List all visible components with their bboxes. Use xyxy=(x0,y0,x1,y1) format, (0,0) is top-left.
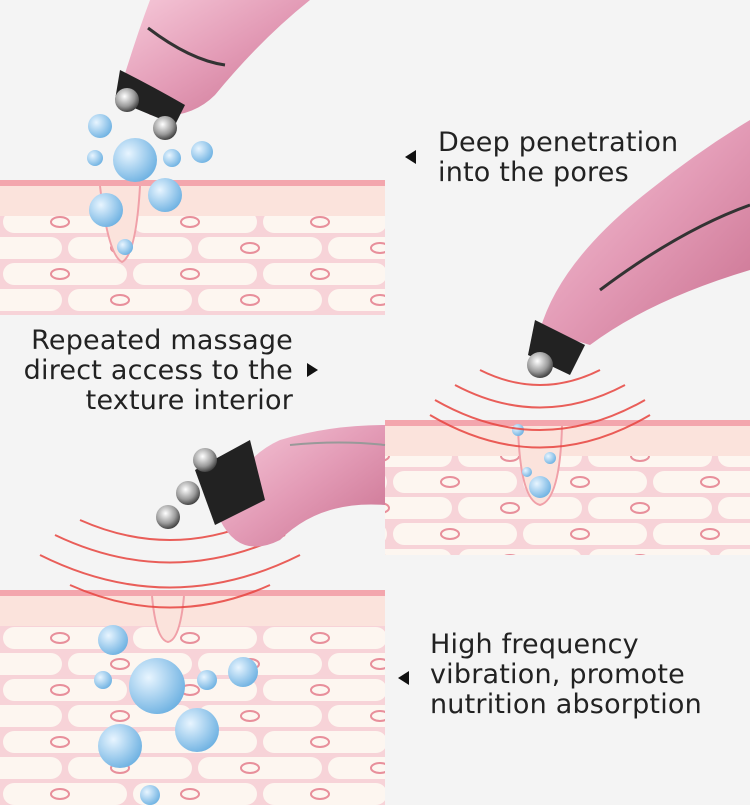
caption-line: into the pores xyxy=(438,157,629,188)
caption-line: High frequency xyxy=(430,629,639,660)
device-bottom xyxy=(156,425,386,547)
caption-deep-penetration: Deep penetration into the pores xyxy=(438,128,678,188)
skin-panel-top xyxy=(0,180,385,315)
waves-middle xyxy=(429,369,651,449)
pointer-left-icon xyxy=(398,671,409,685)
caption-line: Repeated massage xyxy=(31,325,293,356)
caption-line: Deep penetration xyxy=(438,127,679,158)
caption-repeated-massage: Repeated massage direct access to the te… xyxy=(24,326,293,416)
caption-line: nutrition absorption xyxy=(430,689,702,720)
device-middle xyxy=(527,120,750,378)
caption-line: vibration, promote xyxy=(430,659,685,690)
bubbles-top xyxy=(87,114,213,255)
caption-line: direct access to the xyxy=(23,355,293,386)
skin-panel-bottom xyxy=(0,590,385,805)
device-top xyxy=(115,0,310,140)
pointer-left-icon xyxy=(405,150,416,164)
pointer-right-icon xyxy=(307,363,318,377)
skin-panel-middle xyxy=(385,420,750,555)
caption-high-frequency: High frequency vibration, promote nutrit… xyxy=(430,630,702,720)
caption-line: texture interior xyxy=(85,385,293,416)
bubbles-bottom xyxy=(94,625,258,805)
